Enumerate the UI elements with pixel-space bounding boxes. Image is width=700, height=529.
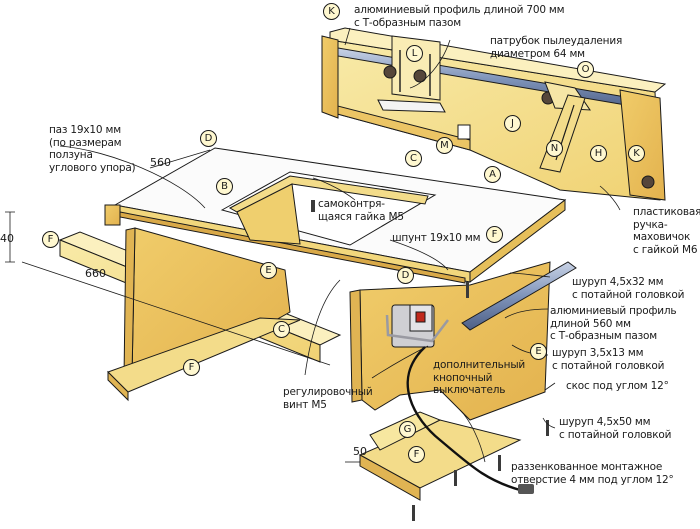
label-line: шпунт 19х10 мм: [392, 232, 481, 244]
part-tag-j: J: [504, 115, 521, 132]
label-line: шуруп 4,5х32 мм: [572, 276, 664, 288]
screw: [498, 455, 501, 471]
label-groove: паз 19х10 мм (по размерам ползуна углово…: [49, 124, 136, 174]
label-screw-13: шуруп 3,5х13 мм с потайной головкой: [552, 347, 664, 372]
label-mount-hole: раззенкованное монтажное отверстие 4 мм …: [511, 461, 674, 486]
part-tag-f4: F: [408, 446, 425, 463]
fence-knob-2: [413, 69, 427, 83]
part-tag-l: L: [406, 45, 423, 62]
label-line: углового упора): [49, 161, 136, 174]
label-screw-50: шуруп 4,5х50 мм с потайной головкой: [559, 416, 671, 441]
part-tag-g: G: [399, 421, 416, 438]
part-tag-c2: C: [273, 321, 290, 338]
label-line: ползуна: [49, 149, 93, 161]
label-line: регулировочный: [283, 386, 373, 398]
label-line: с потайной головкой: [572, 288, 685, 301]
part-tag-f3: F: [183, 359, 200, 376]
label-screw-32: шуруп 4,5х32 мм с потайной головкой: [572, 276, 684, 301]
label-line: патрубок пылеудаления: [490, 35, 623, 47]
dimension-560: 560: [150, 156, 171, 169]
guard-plate-m: [377, 99, 446, 113]
right-foot-f: [358, 411, 522, 501]
screw: [412, 505, 415, 521]
screw: [546, 420, 549, 436]
part-tag-d2: D: [397, 267, 414, 284]
part-tag-o: O: [577, 61, 594, 78]
label-line: (по размерам: [49, 136, 122, 149]
label-line: с гайкой М6: [633, 243, 698, 256]
power-switch: [385, 304, 449, 348]
part-tag-e1: E: [260, 262, 277, 279]
part-tag-n: N: [546, 140, 563, 157]
label-switch: дополнительный кнопочный выключатель: [433, 359, 525, 397]
switch-button: [415, 311, 426, 323]
label-locknut: самоконтря- щаяся гайка М5: [318, 198, 404, 223]
part-tag-f2: F: [42, 231, 59, 248]
label-line: щаяся гайка М5: [318, 210, 404, 223]
part-tag-a: A: [484, 166, 501, 183]
label-line: винт М5: [283, 398, 327, 411]
label-line: выключатель: [433, 384, 506, 396]
label-line: отверстие 4 мм под углом 12°: [511, 473, 674, 486]
leader-lines: [5, 27, 621, 463]
label-line: шуруп 4,5х50 мм: [559, 416, 651, 428]
dimension-40: 40: [0, 232, 14, 245]
router-opening-well: [236, 183, 301, 245]
power-cord: [406, 346, 521, 492]
label-adjust-screw: регулировочный винт М5: [283, 386, 373, 411]
part-tag-k: K: [323, 3, 340, 20]
part-tag-e2: E: [530, 343, 547, 360]
label-profile-560: алюминиевый профиль длиной 560 мм с Т-об…: [550, 305, 677, 343]
label-line: с Т-образным пазом: [550, 330, 657, 342]
power-plug: [518, 484, 534, 494]
label-line: паз 19х10 мм: [49, 124, 121, 136]
screw: [454, 470, 457, 486]
label-line: дополнительный: [433, 359, 526, 371]
label-dust-port: патрубок пылеудаления диаметром 64 мм: [490, 35, 622, 60]
adjust-screw: [311, 200, 315, 212]
label-knob: пластиковая ручка- маховичок с гайкой М6: [633, 206, 700, 256]
label-line: раззенкованное монтажное: [511, 461, 663, 473]
label-line: пластиковая: [633, 206, 700, 218]
screws: [311, 200, 549, 521]
table-right-edge: [469, 198, 566, 284]
dimension-50: 50: [353, 445, 367, 458]
label-line: алюминиевый профиль: [550, 305, 677, 317]
part-tag-c: C: [405, 150, 422, 167]
label-line: кнопочный: [433, 371, 493, 384]
label-line: ручка-: [633, 218, 668, 231]
label-line: с потайной головкой: [552, 359, 665, 372]
fence-assembly: [321, 27, 667, 201]
fence-end-support-left: [321, 35, 339, 119]
label-tongue: шпунт 19х10 мм: [392, 232, 481, 245]
table-left-end: [104, 204, 121, 226]
label-line: с потайной головкой: [559, 428, 672, 441]
label-line: диаметром 64 мм: [490, 47, 585, 60]
screw: [466, 282, 469, 298]
part-tag-d: D: [200, 130, 217, 147]
part-tag-h: H: [590, 145, 607, 162]
label-fence-profile: алюминиевый профиль длиной 700 мм с Т-об…: [354, 4, 565, 29]
dust-port-notch: [457, 124, 471, 140]
side-aluminium-profile: [461, 261, 577, 331]
part-tag-b: B: [216, 178, 233, 195]
part-tag-k2: K: [628, 145, 645, 162]
fence-knob-1: [383, 65, 397, 79]
label-line: алюминиевый профиль длиной 700 мм: [354, 4, 565, 16]
handwheel-knob: [641, 175, 655, 189]
label-line: самоконтря-: [318, 198, 385, 210]
left-foot-f: [107, 317, 301, 402]
part-tag-m: M: [436, 137, 453, 154]
label-line: с Т-образным пазом: [354, 16, 461, 29]
label-line: шуруп 3,5х13 мм: [552, 347, 644, 359]
label-line: скос под углом 12°: [566, 380, 669, 392]
label-line: длиной 560 мм: [550, 317, 631, 330]
label-bevel: скос под углом 12°: [566, 380, 669, 393]
dimension-660: 660: [85, 267, 106, 280]
fence-end-support-right: [619, 89, 666, 201]
left-leg-e: [123, 227, 291, 379]
label-line: маховичок: [633, 231, 691, 243]
part-tag-f1: F: [486, 226, 503, 243]
